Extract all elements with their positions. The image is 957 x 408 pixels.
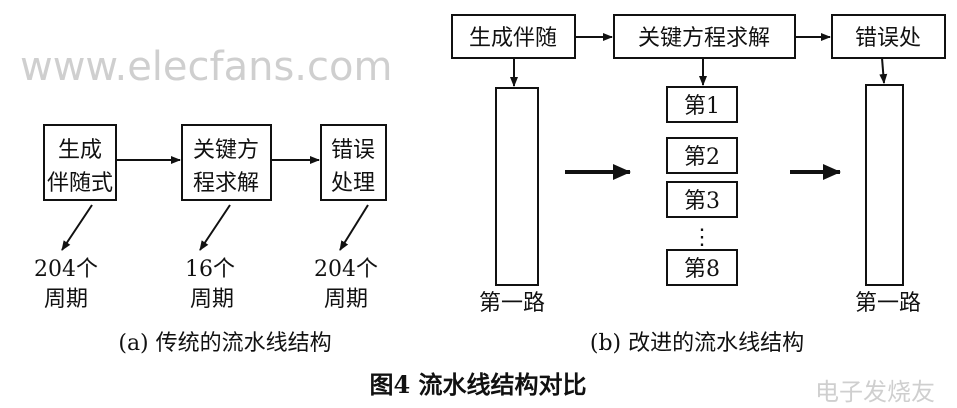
box-a3-line2: 处理 xyxy=(331,171,375,196)
box-b1-label: 生成伴随 xyxy=(469,26,557,51)
arrow-cycles-3 xyxy=(339,204,369,251)
box-error-processing xyxy=(320,124,387,201)
arrow-cycles-2 xyxy=(199,204,231,251)
right-bar-label: 第一路 xyxy=(855,291,921,316)
cycles-2-line2: 周期 xyxy=(190,287,234,312)
channel-box-8 xyxy=(666,249,738,286)
box-a1-line2: 伴随式 xyxy=(47,171,113,196)
watermark-site: www.elecfans.com xyxy=(20,44,392,90)
channel-2-label: 第2 xyxy=(684,145,720,170)
cycles-3-line1: 204个 xyxy=(314,257,378,282)
figure-title: 图4 流水线结构对比 xyxy=(369,370,586,399)
channel-1-label: 第1 xyxy=(684,94,720,119)
watermark-brand: 电子发烧友 xyxy=(815,378,935,406)
left-pipeline-bar xyxy=(495,87,539,286)
channel-box-3 xyxy=(666,181,738,218)
box-key-equation xyxy=(181,124,272,201)
channel-box-1 xyxy=(666,86,738,123)
channel-box-2 xyxy=(666,137,738,174)
box-b3-label: 错误处 xyxy=(855,26,921,51)
channel-ellipsis: ⋮ xyxy=(691,225,713,250)
box-b-error xyxy=(831,14,946,59)
box-b2-label: 关键方程求解 xyxy=(638,26,770,51)
arrow-cycles-1 xyxy=(61,204,93,251)
box-a2-line2: 程求解 xyxy=(193,171,259,196)
cycles-3-line2: 周期 xyxy=(324,287,368,312)
cycles-1-line2: 周期 xyxy=(44,287,88,312)
box-a1-line1: 生成 xyxy=(58,138,102,163)
caption-b: (b) 改进的流水线结构 xyxy=(590,331,804,356)
cycles-2-line1: 16个 xyxy=(185,257,235,282)
box-a2-line1: 关键方 xyxy=(193,138,259,163)
box-a3-line1: 错误 xyxy=(331,138,375,163)
arrow-b-right-down xyxy=(879,57,888,84)
cycles-1-line1: 204个 xyxy=(34,257,98,282)
right-pipeline-bar xyxy=(865,84,904,286)
box-syndrome xyxy=(43,124,117,201)
caption-a: (a) 传统的流水线结构 xyxy=(118,331,331,356)
channel-8-label: 第8 xyxy=(684,257,720,282)
left-bar-label: 第一路 xyxy=(479,291,545,316)
channel-3-label: 第3 xyxy=(684,189,720,214)
